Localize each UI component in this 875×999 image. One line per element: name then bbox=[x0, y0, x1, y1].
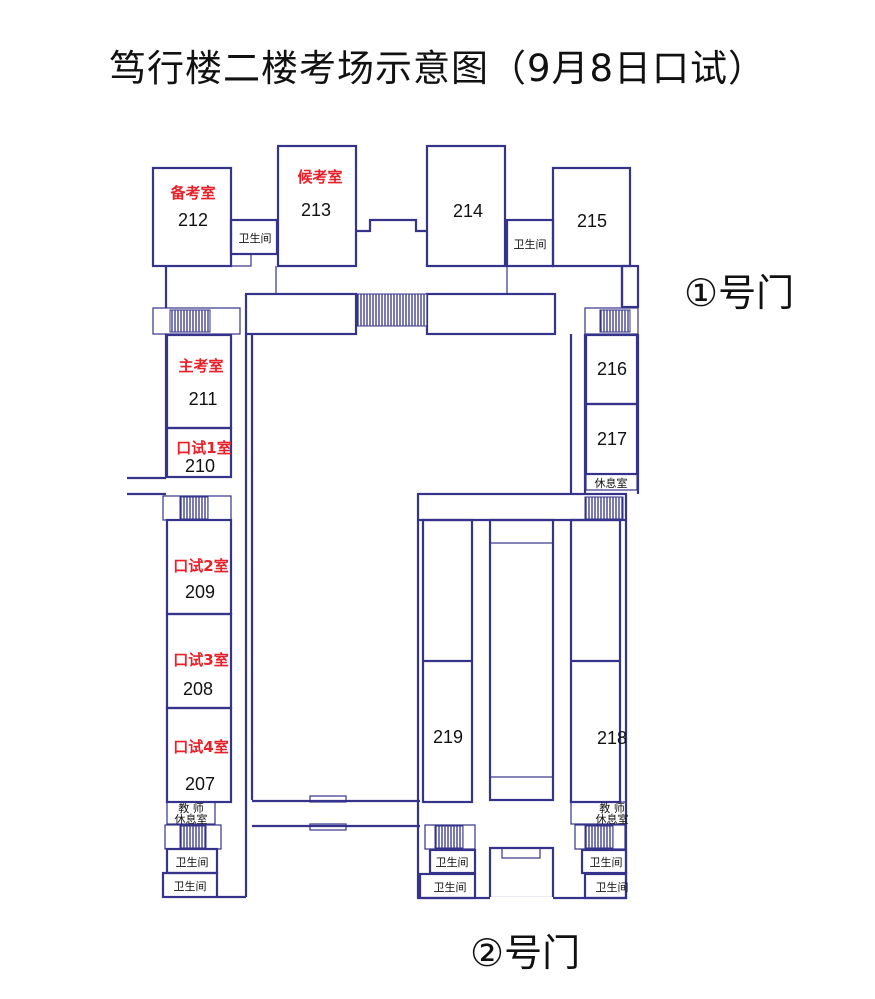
svg-text:主考室: 主考室 bbox=[178, 357, 223, 375]
room-218: 218 bbox=[569, 518, 627, 804]
stairs-east bbox=[584, 496, 624, 520]
room-209: 口试2室 209 bbox=[165, 518, 233, 616]
svg-text:216: 216 bbox=[597, 359, 627, 379]
svg-text:口试1室: 口试1室 bbox=[176, 439, 231, 457]
svg-text:卫生间: 卫生间 bbox=[434, 880, 467, 894]
svg-text:218: 218 bbox=[597, 728, 627, 748]
restroom-west-1: 卫生间 bbox=[165, 847, 219, 875]
svg-text:休息室: 休息室 bbox=[595, 476, 628, 490]
svg-text:214: 214 bbox=[453, 201, 483, 221]
svg-text:207: 207 bbox=[185, 774, 215, 794]
svg-text:209: 209 bbox=[185, 582, 215, 602]
svg-text:候考室: 候考室 bbox=[297, 168, 342, 186]
svg-text:卫生间: 卫生间 bbox=[436, 855, 469, 869]
svg-text:卫生间: 卫生间 bbox=[176, 855, 209, 869]
gate-1-label: ①号门 bbox=[684, 271, 795, 315]
svg-text:卫生间: 卫生间 bbox=[590, 855, 623, 869]
svg-text:215: 215 bbox=[577, 211, 607, 231]
stairs-se-right bbox=[584, 825, 614, 849]
restroom-south-3: 卫生间 bbox=[580, 848, 628, 875]
svg-text:212: 212 bbox=[178, 210, 208, 230]
restroom-west-2: 卫生间 bbox=[161, 871, 219, 899]
lounge-east: 休息室 bbox=[585, 473, 638, 491]
stairs-sw bbox=[179, 825, 207, 849]
svg-text:卫生间: 卫生间 bbox=[239, 231, 272, 245]
stairs-se-left bbox=[434, 825, 464, 849]
svg-text:休息室: 休息室 bbox=[596, 812, 629, 826]
stairs-west bbox=[179, 496, 209, 520]
gate-2-label: ②号门 bbox=[470, 931, 581, 975]
room-207: 口试4室 207 bbox=[165, 706, 233, 804]
room-214: 214 bbox=[425, 144, 507, 268]
svg-text:口试2室: 口试2室 bbox=[173, 557, 228, 575]
svg-text:219: 219 bbox=[433, 727, 463, 747]
room-219: 219 bbox=[421, 518, 474, 804]
svg-text:口试4室: 口试4室 bbox=[173, 738, 228, 756]
svg-text:休息室: 休息室 bbox=[175, 812, 208, 826]
svg-text:208: 208 bbox=[183, 679, 213, 699]
restroom-north-left: 卫生间 bbox=[229, 218, 279, 267]
svg-text:教 师: 教 师 bbox=[599, 802, 625, 815]
central-hall bbox=[488, 518, 555, 802]
central-staircase bbox=[356, 293, 428, 327]
page-title: 笃行楼二楼考场示意图（9月8日口试） bbox=[108, 47, 767, 90]
room-216: 216 bbox=[584, 333, 639, 406]
svg-text:教 师: 教 师 bbox=[178, 802, 204, 815]
svg-text:卫生间: 卫生间 bbox=[174, 879, 207, 893]
svg-text:210: 210 bbox=[185, 456, 215, 476]
svg-text:213: 213 bbox=[301, 200, 331, 220]
teacher-lounge-east: 教 师 休息室 bbox=[570, 801, 629, 826]
svg-text:口试3室: 口试3室 bbox=[173, 651, 228, 669]
svg-text:卫生间: 卫生间 bbox=[596, 880, 629, 894]
gate-2-entrance bbox=[488, 846, 555, 898]
restroom-south-4: 卫生间 bbox=[583, 872, 629, 900]
room-215: 215 bbox=[551, 166, 632, 268]
restroom-south-1: 卫生间 bbox=[428, 848, 477, 875]
restroom-south-2: 卫生间 bbox=[418, 872, 477, 900]
room-212: 备考室 212 bbox=[151, 166, 233, 268]
room-211: 主考室 211 bbox=[165, 333, 233, 430]
teacher-lounge-west: 教 师 休息室 bbox=[166, 801, 216, 826]
stairs-nw bbox=[169, 309, 211, 333]
svg-text:211: 211 bbox=[189, 389, 218, 409]
room-210: 口试1室 210 bbox=[165, 426, 233, 479]
room-217: 217 bbox=[584, 402, 639, 476]
room-208: 口试3室 208 bbox=[165, 612, 233, 710]
stairs-ne bbox=[599, 309, 631, 333]
svg-text:卫生间: 卫生间 bbox=[514, 237, 547, 251]
svg-text:备考室: 备考室 bbox=[169, 184, 215, 202]
svg-text:217: 217 bbox=[597, 429, 627, 449]
restroom-north-right: 卫生间 bbox=[505, 218, 555, 268]
room-213: 候考室 213 bbox=[276, 144, 358, 268]
gate-1-vestibule bbox=[620, 264, 640, 309]
